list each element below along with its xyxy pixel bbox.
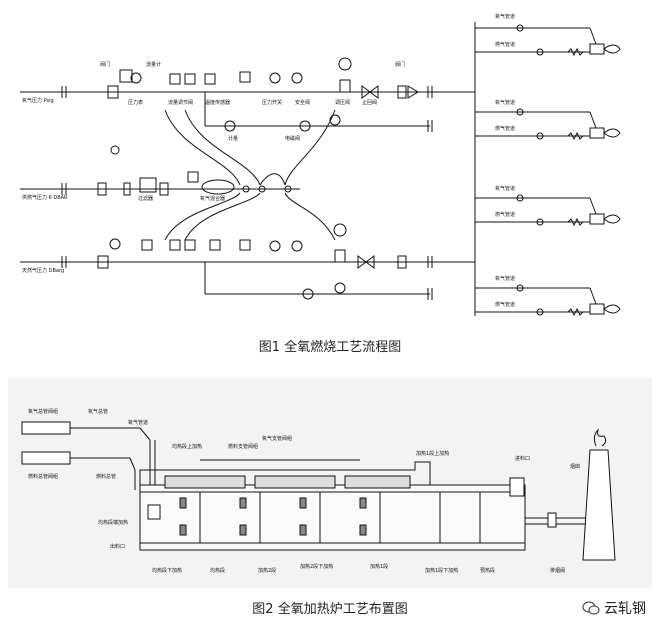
svg-text:加热1段下加热: 加热1段下加热 <box>425 567 458 574</box>
svg-text:氧气混合器: 氧气混合器 <box>200 195 225 202</box>
burner-group-2 <box>475 108 621 141</box>
svg-text:氧气管道: 氧气管道 <box>495 13 515 20</box>
svg-text:温度传感器: 温度传感器 <box>205 99 230 106</box>
svg-text:氧气管道: 氧气管道 <box>495 275 515 282</box>
svg-text:止回阀: 止回阀 <box>362 99 377 106</box>
fuel-inlet-label: 供燃气压力 6 DBAR <box>22 194 68 201</box>
figure1-flow-diagram: 氧气压力 Psig 供燃气压力 6 DBAR 天然气压力 DBarg 阀门 压力… <box>20 13 621 317</box>
svg-text:氧气管道: 氧气管道 <box>495 185 515 192</box>
svg-text:燃气管道: 燃气管道 <box>495 125 515 132</box>
svg-text:排烟阀: 排烟阀 <box>550 567 565 574</box>
svg-text:加热1段: 加热1段 <box>370 563 388 570</box>
svg-text:均热段上加热: 均热段上加热 <box>172 443 202 450</box>
svg-text:烟囱: 烟囱 <box>570 463 580 470</box>
svg-text:阀门: 阀门 <box>395 61 405 68</box>
svg-text:加热2段: 加热2段 <box>258 567 276 574</box>
watermark-text: 云轧钢 <box>604 601 646 617</box>
svg-text:预热段: 预热段 <box>480 567 495 574</box>
svg-text:阀门: 阀门 <box>100 61 110 68</box>
svg-text:均热段端加热: 均热段端加热 <box>98 519 128 526</box>
svg-text:燃料总管: 燃料总管 <box>96 473 116 480</box>
gas-inlet-label: 天然气压力 DBarg <box>22 267 64 274</box>
wechat-logo-icon <box>582 601 600 615</box>
svg-text:调压阀: 调压阀 <box>335 99 350 106</box>
svg-text:均热段下加热: 均热段下加热 <box>152 567 182 574</box>
svg-text:氧气总管: 氧气总管 <box>88 408 108 415</box>
svg-text:加热1段上加热: 加热1段上加热 <box>416 450 449 457</box>
svg-text:燃气管道: 燃气管道 <box>495 211 515 218</box>
svg-text:燃料支管阀组: 燃料支管阀组 <box>228 443 258 450</box>
svg-text:压力开关: 压力开关 <box>262 99 282 106</box>
svg-text:压力表: 压力表 <box>128 99 143 106</box>
figure2-caption: 图2 全氧加热炉工艺布置图 <box>252 602 408 617</box>
burner-group-4 <box>475 284 621 317</box>
svg-text:氧气管道: 氧气管道 <box>128 419 148 426</box>
svg-text:流量调节阀: 流量调节阀 <box>168 99 193 106</box>
svg-text:燃气管道: 燃气管道 <box>495 41 515 48</box>
burner-branches <box>475 24 621 317</box>
svg-text:出料口: 出料口 <box>110 543 125 550</box>
svg-text:加热2段下加热: 加热2段下加热 <box>300 563 333 570</box>
svg-text:过滤器: 过滤器 <box>138 195 153 202</box>
watermark: 云轧钢 <box>582 598 646 618</box>
svg-text:燃气管道: 燃气管道 <box>495 301 515 308</box>
figure1-caption: 图1 全氧燃烧工艺流程图 <box>258 340 402 355</box>
svg-text:氧气支管阀组: 氧气支管阀组 <box>262 435 292 442</box>
svg-text:均热段: 均热段 <box>210 567 225 574</box>
oxygen-inlet-label: 氧气压力 Psig <box>22 97 54 104</box>
svg-text:进料口: 进料口 <box>515 455 530 462</box>
svg-text:计量: 计量 <box>228 135 238 142</box>
svg-text:安全阀: 安全阀 <box>295 99 310 106</box>
svg-text:氧气管道: 氧气管道 <box>495 99 515 106</box>
svg-text:流量计: 流量计 <box>146 61 161 68</box>
svg-text:氧气总管阀组: 氧气总管阀组 <box>28 408 58 415</box>
burner-group-3 <box>475 194 621 227</box>
burner-group-1 <box>475 24 621 57</box>
svg-text:电磁阀: 电磁阀 <box>285 135 300 142</box>
svg-text:燃料总管阀组: 燃料总管阀组 <box>28 473 58 480</box>
